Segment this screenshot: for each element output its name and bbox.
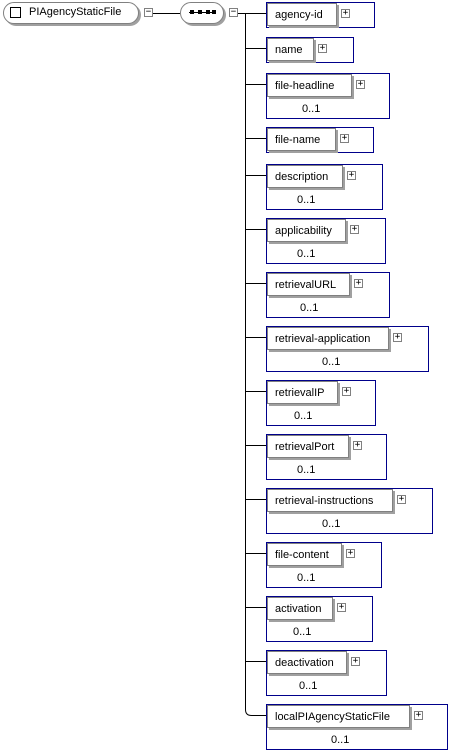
child-element-label: localPIAgencyStaticFile bbox=[275, 711, 390, 723]
child-element-label: file-content bbox=[275, 549, 329, 561]
child-element-box: file-name bbox=[267, 128, 336, 151]
sequence-line-icon bbox=[189, 12, 215, 13]
expand-toggle[interactable]: + bbox=[341, 9, 350, 18]
child-element-localPIAgencyStaticFile[interactable]: localPIAgencyStaticFile +0..1 bbox=[266, 704, 448, 750]
child-element-box: retrievalURL bbox=[267, 273, 350, 296]
child-element-box: localPIAgencyStaticFile bbox=[267, 705, 410, 728]
expand-toggle[interactable]: + bbox=[337, 603, 346, 612]
child-element-label: file-headline bbox=[275, 80, 335, 92]
child-element-deactivation[interactable]: deactivation +0..1 bbox=[266, 650, 387, 696]
expand-toggle[interactable]: + bbox=[414, 711, 423, 720]
cardinality-label: 0..1 bbox=[322, 518, 341, 530]
child-element-label: retrieval-instructions bbox=[275, 495, 374, 507]
sequence-dot-icon bbox=[198, 10, 202, 14]
child-element-description[interactable]: description +0..1 bbox=[266, 164, 383, 210]
root-element-label: PIAgencyStaticFile bbox=[29, 6, 122, 18]
child-element-retrievalPort[interactable]: retrievalPort +0..1 bbox=[266, 434, 387, 480]
expand-toggle[interactable]: + bbox=[356, 80, 365, 89]
root-collapse-toggle[interactable]: − bbox=[144, 8, 153, 17]
child-element-file-name[interactable]: file-name + bbox=[266, 127, 374, 153]
child-element-label: agency-id bbox=[275, 9, 323, 21]
child-element-box: name bbox=[267, 38, 314, 61]
element-icon bbox=[10, 7, 21, 18]
child-element-label: retrievalPort bbox=[275, 441, 335, 453]
child-element-label: file-name bbox=[275, 134, 321, 146]
child-element-retrieval-application[interactable]: retrieval-application +0..1 bbox=[266, 326, 429, 372]
child-element-name[interactable]: name + bbox=[266, 37, 354, 63]
child-element-box: deactivation bbox=[267, 651, 347, 674]
child-element-applicability[interactable]: applicability +0..1 bbox=[266, 218, 386, 264]
expand-toggle[interactable]: + bbox=[347, 171, 356, 180]
cardinality-label: 0..1 bbox=[302, 103, 321, 115]
child-element-label: description bbox=[275, 171, 329, 183]
cardinality-label: 0..1 bbox=[297, 248, 316, 260]
root-element-node[interactable]: PIAgencyStaticFile bbox=[3, 2, 139, 24]
expand-toggle[interactable]: + bbox=[351, 657, 360, 666]
connector-line bbox=[245, 709, 266, 716]
cardinality-label: 0..1 bbox=[297, 194, 316, 206]
child-element-file-headline[interactable]: file-headline +0..1 bbox=[266, 73, 390, 119]
child-element-label: deactivation bbox=[275, 657, 334, 669]
expand-toggle[interactable]: + bbox=[346, 549, 355, 558]
child-element-box: retrievalIP bbox=[267, 381, 338, 404]
child-element-label: retrievalURL bbox=[275, 279, 337, 291]
expand-toggle[interactable]: + bbox=[393, 333, 402, 342]
sequence-compositor[interactable] bbox=[180, 2, 224, 24]
cardinality-label: 0..1 bbox=[331, 734, 350, 746]
child-element-retrieval-instructions[interactable]: retrieval-instructions +0..1 bbox=[266, 488, 433, 534]
expand-toggle[interactable]: + bbox=[318, 44, 327, 53]
expand-toggle[interactable]: + bbox=[353, 441, 362, 450]
child-element-retrievalURL[interactable]: retrievalURL +0..1 bbox=[266, 272, 390, 318]
child-element-label: applicability bbox=[275, 225, 332, 237]
child-element-box: retrieval-application bbox=[267, 327, 389, 350]
child-element-label: activation bbox=[275, 603, 322, 615]
expand-toggle[interactable]: + bbox=[342, 387, 351, 396]
child-element-box: agency-id bbox=[267, 3, 337, 26]
child-element-agency-id[interactable]: agency-id + bbox=[266, 2, 375, 28]
sequence-dot-icon bbox=[206, 10, 210, 14]
expand-toggle[interactable]: + bbox=[397, 495, 406, 504]
child-element-box: activation bbox=[267, 597, 333, 620]
child-element-activation[interactable]: activation +0..1 bbox=[266, 596, 373, 642]
sequence-dot-icon bbox=[190, 10, 194, 14]
cardinality-label: 0..1 bbox=[300, 302, 319, 314]
cardinality-label: 0..1 bbox=[297, 572, 316, 584]
expand-toggle[interactable]: + bbox=[354, 279, 363, 288]
child-element-box: file-headline bbox=[267, 74, 352, 97]
expand-toggle[interactable]: + bbox=[350, 225, 359, 234]
cardinality-label: 0..1 bbox=[293, 626, 312, 638]
sequence-collapse-toggle[interactable]: − bbox=[229, 8, 238, 17]
child-element-box: applicability bbox=[267, 219, 346, 242]
child-element-label: retrievalIP bbox=[275, 387, 325, 399]
cardinality-label: 0..1 bbox=[297, 464, 316, 476]
cardinality-label: 0..1 bbox=[294, 410, 313, 422]
sequence-dot-icon bbox=[212, 10, 216, 14]
cardinality-label: 0..1 bbox=[322, 356, 341, 368]
child-element-label: retrieval-application bbox=[275, 333, 371, 345]
child-element-label: name bbox=[275, 44, 303, 56]
child-element-box: retrievalPort bbox=[267, 435, 349, 458]
child-element-retrievalIP[interactable]: retrievalIP +0..1 bbox=[266, 380, 376, 426]
child-element-box: retrieval-instructions bbox=[267, 489, 393, 512]
cardinality-label: 0..1 bbox=[299, 680, 318, 692]
child-element-box: description bbox=[267, 165, 343, 188]
expand-toggle[interactable]: + bbox=[340, 134, 349, 143]
child-element-file-content[interactable]: file-content +0..1 bbox=[266, 542, 382, 588]
child-element-box: file-content bbox=[267, 543, 342, 566]
